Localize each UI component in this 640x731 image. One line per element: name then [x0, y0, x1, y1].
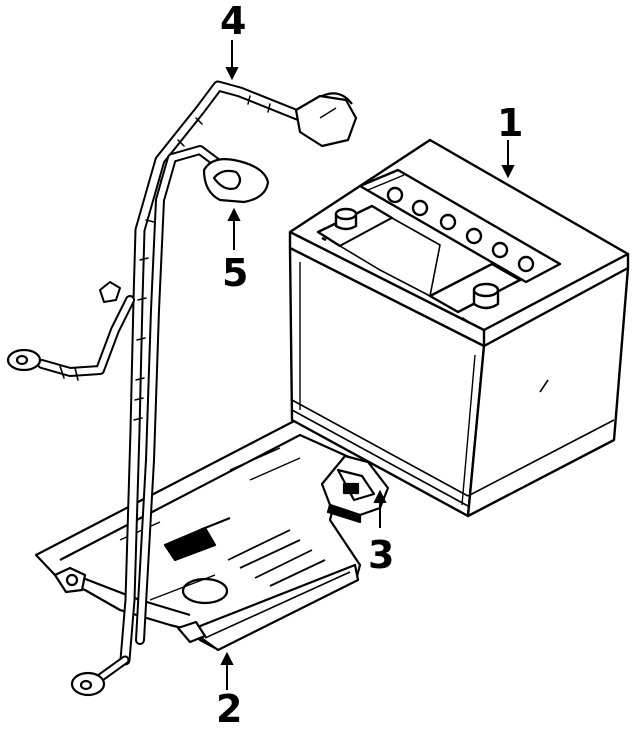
- negative-cable-ring-terminal: [70, 671, 106, 697]
- positive-cable-branch-terminal: [6, 348, 42, 372]
- callout-5: 5: [222, 251, 248, 295]
- callout-3: 3: [368, 533, 394, 577]
- negative-battery-clamp: [294, 92, 358, 148]
- callout-2: 2: [216, 687, 242, 731]
- positive-battery-clamp: [202, 158, 270, 204]
- battery-tray: [34, 416, 374, 652]
- positive-cable: [37, 145, 235, 645]
- leader-lines: [220, 40, 515, 690]
- negative-cable: [95, 80, 311, 683]
- battery: [288, 138, 630, 518]
- callout-1: 1: [497, 101, 523, 145]
- callout-4: 4: [220, 0, 246, 43]
